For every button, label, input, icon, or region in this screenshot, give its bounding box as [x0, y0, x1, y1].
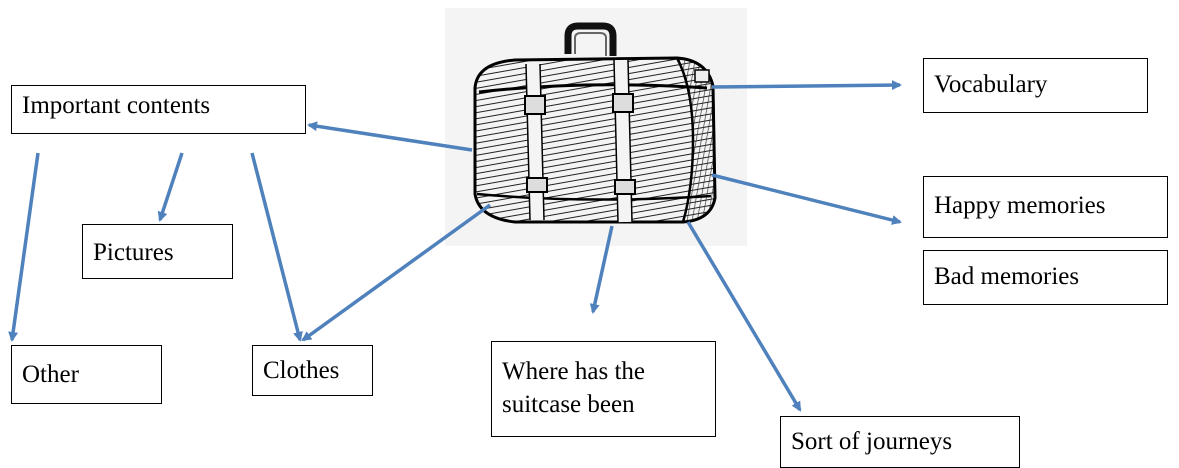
- node-label: Vocabulary: [934, 71, 1047, 98]
- arrow-contents-to-clothes: [252, 153, 300, 340]
- node-bad-memories: Bad memories: [923, 250, 1168, 305]
- node-label: Sort of journeys: [791, 428, 952, 455]
- node-vocabulary: Vocabulary: [923, 58, 1148, 113]
- node-important-contents: Important contents: [11, 85, 306, 134]
- arrow-to-happy-memories: [712, 175, 900, 222]
- node-sort-of-journeys: Sort of journeys: [780, 416, 1020, 468]
- node-label: Pictures: [93, 239, 174, 266]
- node-clothes: Clothes: [252, 345, 373, 396]
- arrow-to-where-been: [593, 226, 612, 312]
- arrow-to-pictures: [160, 153, 182, 220]
- node-where-has-the-suitcase-been: Where has the suitcase been: [491, 341, 716, 437]
- node-label: Important contents: [22, 92, 210, 119]
- arrow-to-important-contents: [309, 125, 472, 150]
- node-label: Happy memories: [934, 192, 1105, 219]
- arrow-to-other: [12, 153, 38, 340]
- node-label: Where has the suitcase been: [502, 358, 645, 418]
- arrow-to-vocabulary: [712, 85, 900, 87]
- arrow-suitcase-to-clothes: [303, 205, 490, 340]
- node-happy-memories: Happy memories: [923, 176, 1168, 238]
- node-label: Other: [22, 361, 79, 388]
- node-label: Clothes: [263, 357, 339, 384]
- node-pictures: Pictures: [82, 224, 233, 279]
- node-label: Bad memories: [934, 263, 1079, 290]
- node-other: Other: [11, 345, 162, 404]
